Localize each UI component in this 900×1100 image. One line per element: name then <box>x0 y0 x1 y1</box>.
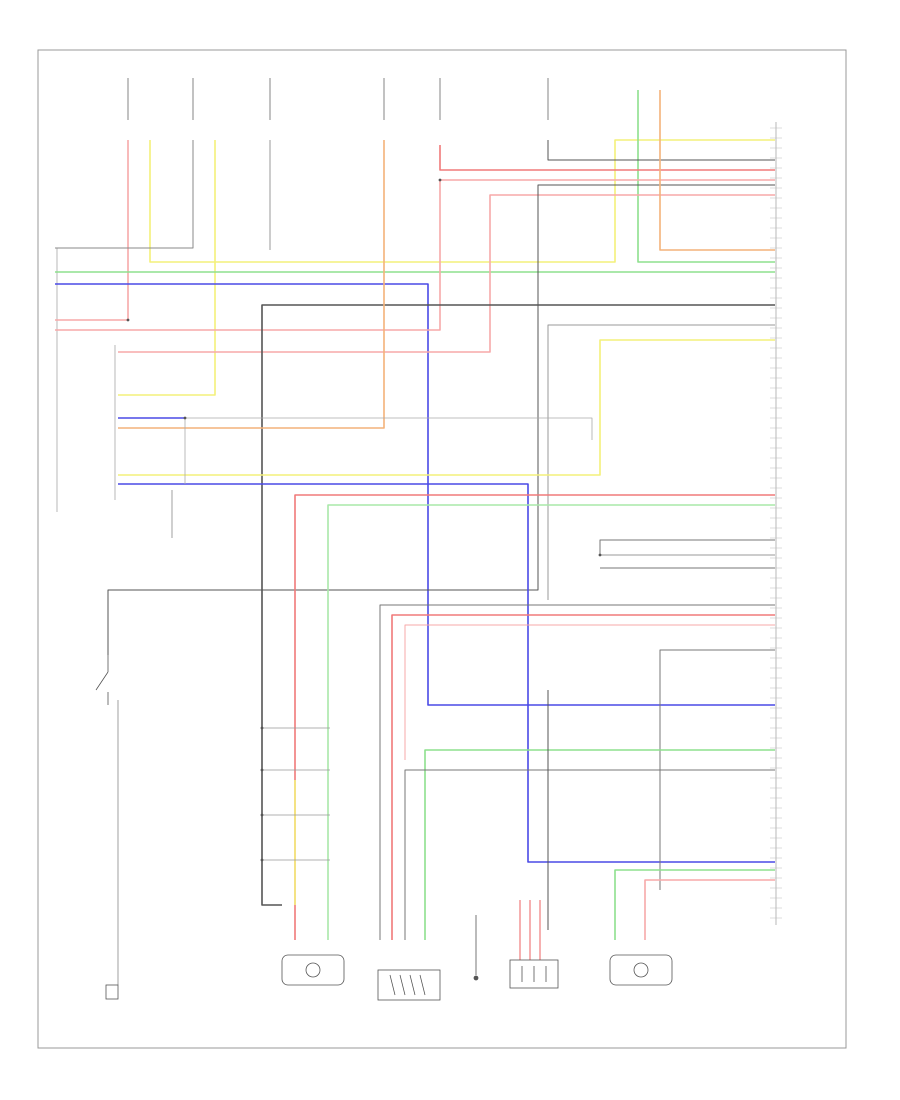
left-module-connector <box>56 248 116 512</box>
wire-green-2 <box>637 90 775 263</box>
left-rear-sensor <box>281 954 345 986</box>
wire-gray-8 <box>599 539 775 555</box>
yaw-rate-sensor <box>509 959 559 989</box>
wire-red-2 <box>294 494 775 940</box>
wire-dark-2 <box>547 140 775 161</box>
wire-pink-4 <box>404 624 775 760</box>
wire-harness <box>55 90 775 985</box>
ground-lower-left <box>105 984 119 1000</box>
control-module-connector <box>770 122 782 925</box>
wire-gray-3 <box>547 324 775 600</box>
splice-points <box>126 178 602 862</box>
wire-pink-1 <box>55 140 129 321</box>
wire-dark-3 <box>107 184 775 655</box>
right-rear-sensor <box>609 954 673 986</box>
wire-green-4 <box>424 749 775 940</box>
wire-orange-1 <box>118 140 385 429</box>
wire-orange-2 <box>659 90 775 251</box>
stop-light-ground <box>473 915 479 981</box>
wire-red-1 <box>439 145 775 171</box>
wire-green-5 <box>614 869 775 940</box>
top-fuse-group <box>127 78 549 120</box>
wire-green-3 <box>327 504 775 940</box>
wire-dark-trunk <box>261 304 775 906</box>
wire-gray-1 <box>55 140 194 249</box>
wire-yellow-2 <box>118 140 216 396</box>
wire-gray-6 <box>379 604 775 940</box>
wire-gray-11 <box>404 769 775 940</box>
brake-switch <box>95 655 109 705</box>
wire-gray-7 <box>659 649 775 890</box>
brake-pedal-sensor <box>377 969 441 1001</box>
wire-pink-3 <box>118 194 775 353</box>
diagram-frame <box>37 49 847 1049</box>
wire-yellow-1 <box>149 139 775 263</box>
wire-gray-4 <box>185 417 593 440</box>
wire-yellow-3 <box>118 339 775 476</box>
wire-blue-3 <box>118 483 775 863</box>
wire-pink-5 <box>644 879 775 940</box>
wire-pink-2 <box>55 179 775 331</box>
wire-red-3 <box>391 614 775 940</box>
